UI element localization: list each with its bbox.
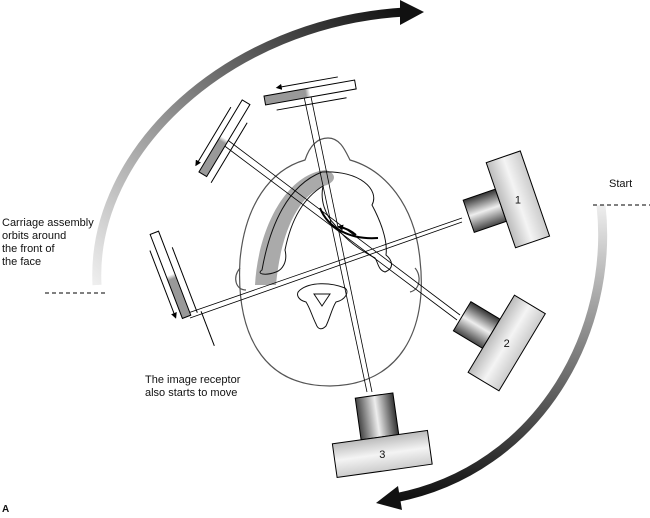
receptor-label: The image receptor also starts to move: [145, 374, 241, 399]
tubehead-1-number: 1: [515, 194, 521, 206]
rotation-arrow-small: [337, 224, 357, 236]
tubehead-2: 2: [452, 294, 547, 392]
image-receptor-2: [195, 99, 251, 184]
figure-letter: A: [2, 504, 10, 515]
beam-2: [221, 137, 461, 321]
dental-arch: [255, 170, 392, 285]
carriage-label: Carriage assembly orbits around the fron…: [2, 217, 94, 268]
orbit-arrow-top: [92, 0, 424, 286]
image-receptor-1: [149, 230, 215, 346]
image-receptor-3: [263, 76, 357, 111]
orbit-arrow-right: [376, 204, 608, 510]
skull-outline: [235, 137, 422, 387]
beam-3: [302, 91, 373, 393]
vertebra: [297, 283, 348, 330]
tubehead-2-number: 2: [504, 338, 510, 350]
tubehead-1: 1: [462, 150, 551, 249]
start-label: Start: [609, 178, 633, 190]
beam-1: [187, 217, 463, 319]
tubehead-3: 3: [331, 392, 433, 479]
rotation-arrow: [319, 207, 379, 240]
tubehead-3-number: 3: [379, 449, 385, 461]
